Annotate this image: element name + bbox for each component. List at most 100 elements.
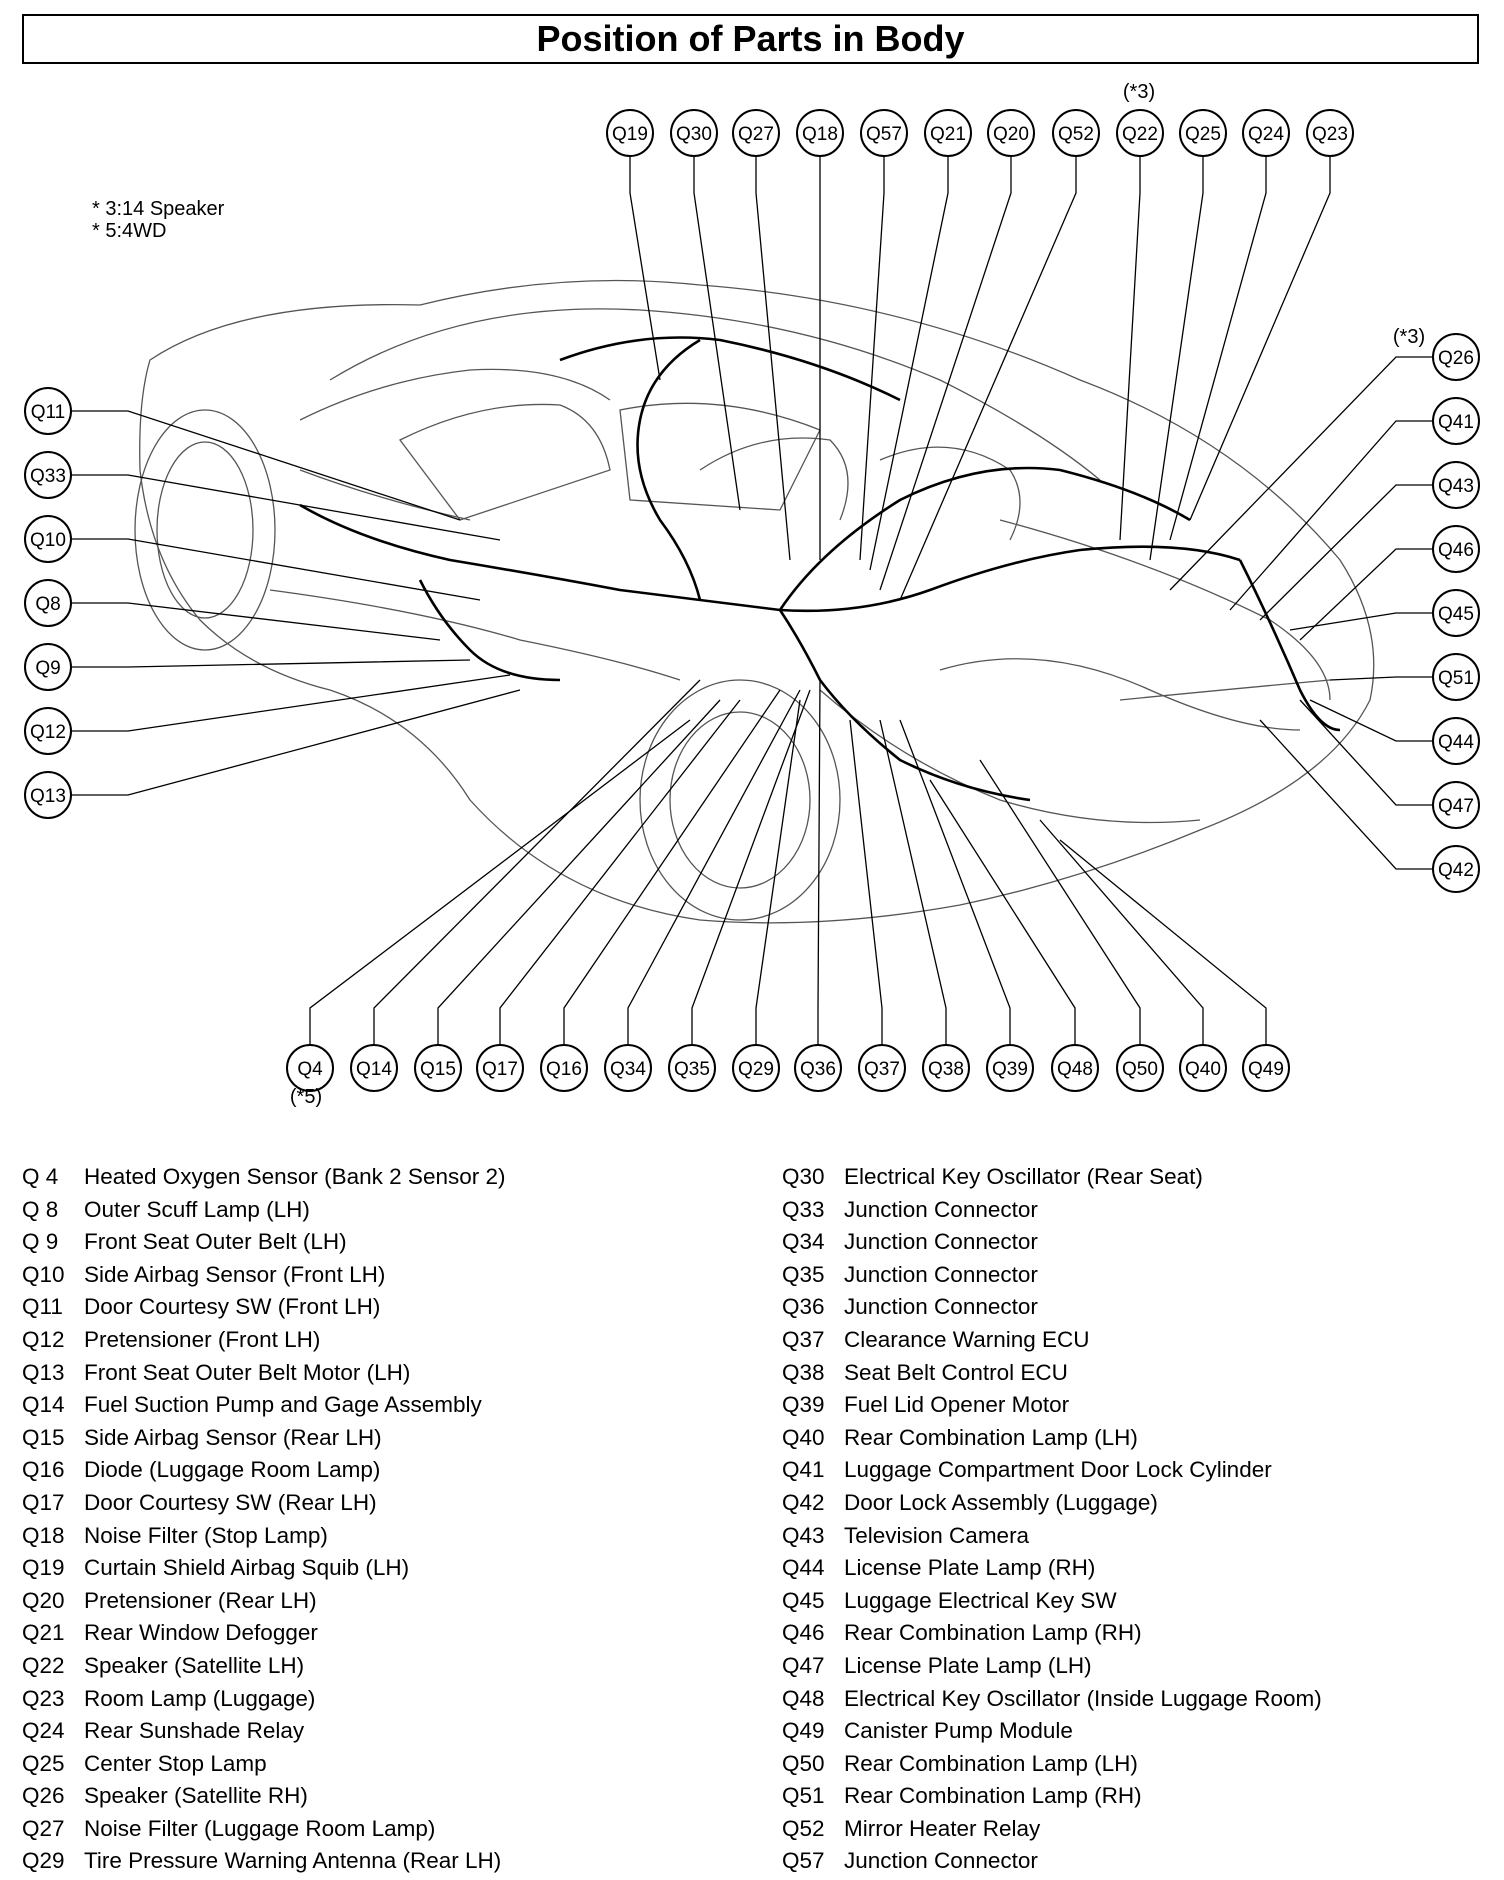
legend-part-name: Junction Connector	[844, 1294, 1038, 1320]
callout-q34: Q34	[604, 1044, 652, 1092]
wire-harness	[299, 336, 1341, 802]
callout-q9: Q9	[24, 643, 72, 691]
legend-part-name: Junction Connector	[844, 1196, 1038, 1222]
callout-q50-label: Q50	[1122, 1059, 1158, 1080]
legend-code: Q11	[22, 1294, 63, 1320]
callout-q10: Q10	[24, 515, 72, 563]
annotation-marks: (*3) (*3) (*5)	[290, 81, 1425, 1108]
callout-q25: Q25	[1179, 109, 1227, 157]
legend-row: Q12 Pretensioner (Front LH)	[22, 1324, 505, 1357]
callout-q17-label: Q17	[482, 1059, 518, 1080]
callout-q19-label: Q19	[612, 124, 648, 145]
callout-q42-label: Q42	[1438, 860, 1474, 881]
legend-code: Q10	[22, 1261, 65, 1287]
legend-code: Q27	[22, 1815, 65, 1841]
callout-q22-label: Q22	[1122, 124, 1158, 145]
legend-part-name: Front Seat Outer Belt Motor (LH)	[84, 1359, 411, 1385]
legend-part-name: Noise Filter (Luggage Room Lamp)	[84, 1815, 436, 1841]
callout-q15-label: Q15	[420, 1059, 456, 1080]
callout-q23-label: Q23	[1312, 124, 1348, 145]
legend-code: Q46	[782, 1620, 825, 1646]
callout-q47-label: Q47	[1438, 796, 1474, 817]
legend-part-name: Speaker (Satellite LH)	[84, 1652, 305, 1678]
legend-code: Q47	[782, 1652, 825, 1678]
legend-code: Q14	[22, 1392, 65, 1418]
legend-code: Q16	[22, 1457, 65, 1483]
callout-q45: Q45	[1432, 589, 1480, 637]
legend-part-name: Clearance Warning ECU	[844, 1326, 1090, 1352]
legend-part-name: Seat Belt Control ECU	[844, 1359, 1068, 1385]
legend-part-name: Outer Scuff Lamp (LH)	[84, 1196, 310, 1222]
callout-q46: Q46	[1432, 525, 1480, 573]
legend-part-name: Side Airbag Sensor (Rear LH)	[84, 1424, 382, 1450]
callout-q9-label: Q9	[35, 658, 60, 679]
callout-q14-label: Q14	[356, 1059, 392, 1080]
legend-part-name: Pretensioner (Rear LH)	[84, 1587, 317, 1613]
legend-code: Q12	[22, 1326, 65, 1352]
legend-part-name: Rear Combination Lamp (LH)	[844, 1424, 1138, 1450]
callout-q26: Q26	[1432, 333, 1480, 381]
legend-part-name: Curtain Shield Airbag Squib (LH)	[84, 1555, 410, 1581]
callout-q23: Q23	[1306, 109, 1354, 157]
callout-q22: Q22	[1116, 109, 1164, 157]
legend-part-name: Pretensioner (Front LH)	[84, 1326, 321, 1352]
legend-row: Q27 Noise Filter (Luggage Room Lamp)	[22, 1813, 505, 1846]
legend-right: Q30 Electrical Key Oscillator (Rear Seat)…	[782, 1161, 1322, 1878]
legend-part-name: Mirror Heater Relay	[844, 1815, 1041, 1841]
callout-q16: Q16	[540, 1044, 588, 1092]
legend-code: Q36	[782, 1294, 825, 1320]
note-4wd: * 5:4WD	[92, 220, 167, 242]
legend-code: Q49	[782, 1718, 825, 1744]
legend-code: Q42	[782, 1489, 825, 1515]
q26-note: (*3)	[1393, 326, 1425, 348]
callout-q41: Q41	[1432, 397, 1480, 445]
callout-q24-label: Q24	[1248, 124, 1284, 145]
note-speaker: * 3:14 Speaker	[92, 198, 225, 220]
legend-code: Q17	[22, 1489, 65, 1515]
callout-q19: Q19	[606, 109, 654, 157]
q4-note: (*5)	[290, 1086, 322, 1108]
legend-code: Q34	[782, 1229, 825, 1255]
callout-q11-label: Q11	[31, 402, 66, 423]
legend-row: Q36 Junction Connector	[782, 1291, 1322, 1324]
legend-part-name: Noise Filter (Stop Lamp)	[84, 1522, 328, 1548]
callout-q40: Q40	[1179, 1044, 1227, 1092]
legend-row: Q10 Side Airbag Sensor (Front LH)	[22, 1259, 505, 1292]
callout-q42: Q42	[1432, 845, 1480, 893]
legend-code: Q30	[782, 1164, 825, 1189]
leader-lines	[71, 156, 1433, 1045]
callout-q38: Q38	[922, 1044, 970, 1092]
legend-part-name: Rear Sunshade Relay	[84, 1718, 305, 1744]
legend-part-name: Canister Pump Module	[844, 1718, 1073, 1744]
legend-part-name: Luggage Compartment Door Lock Cylinder	[844, 1457, 1272, 1483]
callout-q39: Q39	[986, 1044, 1034, 1092]
legend-code: Q35	[782, 1261, 825, 1287]
callout-q29-label: Q29	[738, 1059, 774, 1080]
callout-q4: Q4	[286, 1044, 334, 1092]
callout-q25-label: Q25	[1185, 124, 1221, 145]
callout-q12-label: Q12	[30, 722, 66, 743]
legend-part-name: Side Airbag Sensor (Front LH)	[84, 1261, 386, 1287]
callout-q38-label: Q38	[928, 1059, 964, 1080]
callout-q46-label: Q46	[1438, 540, 1474, 561]
callout-q11: Q11	[24, 387, 72, 435]
callout-q43-label: Q43	[1438, 476, 1474, 497]
callout-q18-label: Q18	[802, 124, 838, 145]
legend-part-name: Rear Combination Lamp (LH)	[844, 1750, 1138, 1776]
legend-code: Q33	[782, 1196, 825, 1222]
legend-part-name: Electrical Key Oscillator (Rear Seat)	[844, 1164, 1203, 1189]
car-body-outline	[134, 279, 1375, 924]
callout-q27: Q27	[732, 109, 780, 157]
